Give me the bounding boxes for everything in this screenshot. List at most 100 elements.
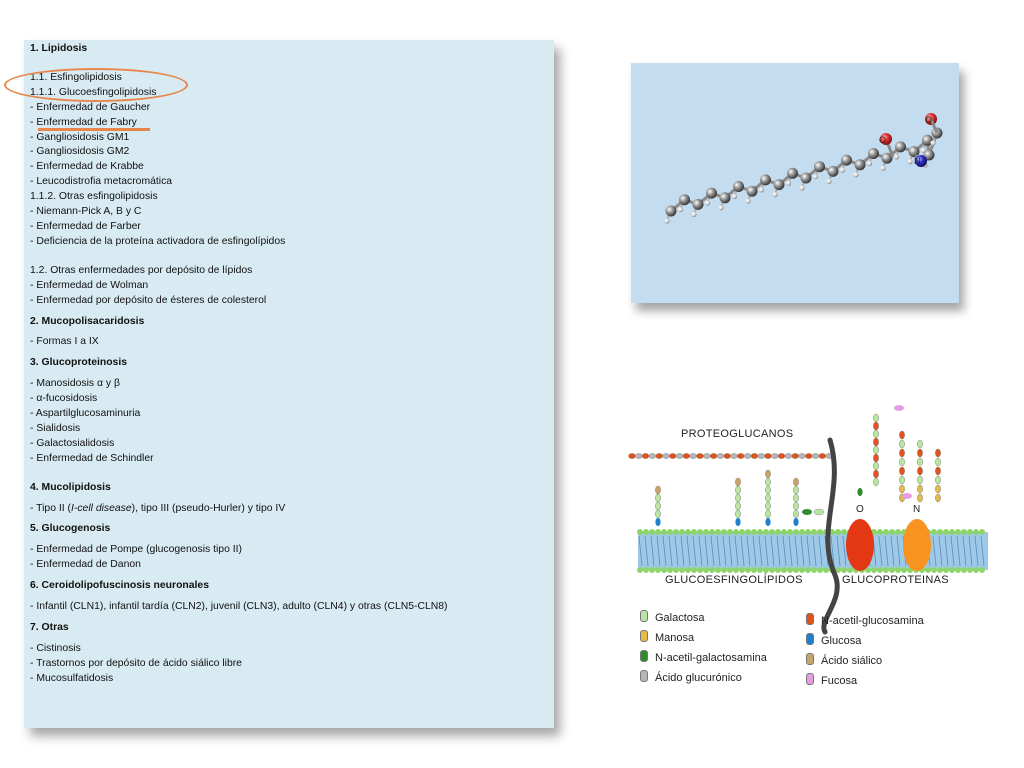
lipid-head (835, 567, 841, 573)
list-item: 1.1.2. Otras esfingolipidosis (30, 191, 158, 203)
sugar-unit (730, 453, 738, 459)
lipid-head (661, 529, 667, 535)
lipid-tail (950, 535, 955, 567)
sugar-unit (873, 429, 879, 439)
lipid-head (799, 529, 805, 535)
lipid-tail (944, 535, 949, 567)
legend-item: Glucosa (806, 633, 861, 647)
lipid-tail (890, 535, 895, 567)
lipid-head (805, 529, 811, 535)
hydrogen-atom (704, 200, 711, 206)
lipid-head (739, 567, 745, 573)
legend-label: Fucosa (821, 675, 858, 687)
lipid-head (775, 529, 781, 535)
carbon-atom (773, 179, 785, 191)
carbon-atom (787, 167, 798, 179)
galnac-unit (802, 509, 812, 515)
lipid-head (697, 529, 703, 535)
legend-swatch (640, 670, 648, 682)
sugar-unit (935, 475, 941, 485)
lipid-head (667, 529, 673, 535)
list-item: - Leucodistrofia metacromática (30, 176, 173, 188)
ceramide-molecule-model: ONO (664, 113, 943, 224)
glycoprotein-orange (903, 519, 931, 571)
legend-label: Ácido glucurónico (655, 672, 742, 684)
sugar-unit (917, 457, 923, 467)
lipid-tail (770, 535, 775, 567)
sugar-unit (805, 453, 813, 459)
list-item: - Infantil (CLN1), infantil tardía (CLN2… (30, 601, 448, 613)
carbon-atom (760, 174, 771, 186)
sugar-unit (899, 448, 905, 458)
lipid-head (811, 567, 817, 573)
sugar-unit (655, 501, 661, 511)
lipid-head (973, 567, 979, 573)
sugar-unit (784, 453, 793, 459)
list-item: - Gangliosidosis GM2 (30, 146, 130, 158)
lipid-tail (722, 535, 727, 567)
sugar-unit (899, 475, 905, 485)
lipid-head (877, 567, 883, 573)
list-item: - Enfermedad de Danon (30, 559, 141, 571)
lipid-head (769, 567, 775, 573)
list-item: - Niemann-Pick A, B y C (30, 206, 142, 218)
lipid-head (979, 567, 985, 573)
lipid-head (781, 567, 787, 573)
section-heading: 4. Mucolipidosis (30, 481, 111, 493)
lipid-head (697, 567, 703, 573)
lipid-head (901, 567, 907, 573)
lipid-tail (968, 535, 973, 567)
linker-o-label: O (856, 504, 864, 515)
sugar-unit (899, 457, 905, 467)
list-item: - Enfermedad de Fabry (30, 116, 137, 128)
lipid-head (949, 529, 955, 535)
lipid-head (763, 529, 769, 535)
hydrogen-atom (745, 198, 751, 204)
list-item: - Aspartilglucosaminuria (30, 408, 141, 420)
lipid-head (643, 529, 649, 535)
lipid-tail (752, 535, 757, 567)
sugar-unit (935, 457, 941, 467)
lipid-tail (830, 535, 835, 567)
lipid-head (787, 529, 793, 535)
sugar-unit (635, 453, 643, 459)
list-item: - Enfermedad de Farber (30, 220, 141, 232)
lipid-tail (896, 535, 901, 567)
divider-curve (821, 437, 840, 635)
lipid-head (703, 529, 709, 535)
list-item: - Enfermedad de Krabbe (30, 161, 144, 173)
legend-item: N-acetil-galactosamina (640, 650, 767, 664)
lipid-head (751, 529, 757, 535)
hydrogen-atom (718, 205, 724, 211)
lipid-head (943, 567, 949, 573)
glycoprotein-red (846, 519, 874, 571)
legend-swatch (640, 630, 648, 642)
lipid-head (757, 529, 763, 535)
lipid-tail (680, 535, 685, 567)
sugar-unit (750, 453, 759, 459)
sugar-unit (723, 453, 731, 459)
lipid-tail (650, 535, 655, 567)
hydrogen-atom (880, 165, 886, 171)
lipid-head (703, 567, 709, 573)
list-item: - Enfermedad de Gaucher (30, 101, 151, 113)
sugar-unit (798, 453, 806, 459)
sugar-unit (765, 469, 771, 479)
list-item: - Trastornos por depósito de ácido siáli… (30, 657, 242, 669)
lipid-head (877, 529, 883, 535)
sugar-unit (757, 453, 765, 459)
lipid-head (637, 567, 643, 573)
lipid-tail (806, 535, 811, 567)
lipid-tail (794, 535, 799, 567)
hydrogen-atom (677, 207, 684, 213)
carbon-atom (692, 198, 704, 210)
lipid-head (895, 567, 901, 573)
sugar-unit (765, 477, 771, 487)
section-heading: 5. Glucogenosis (30, 523, 111, 535)
list-item: 1.2. Otras enfermedades por depósito de … (30, 264, 253, 276)
lipid-tail (740, 535, 745, 567)
carbon-atom (706, 187, 717, 199)
lipid-head (733, 567, 739, 573)
